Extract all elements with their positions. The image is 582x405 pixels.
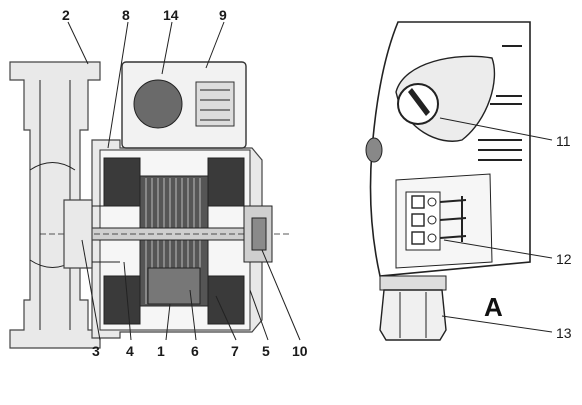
- callout-6: 6: [191, 343, 199, 359]
- callout-7: 7: [231, 343, 239, 359]
- callout-13: 13: [556, 325, 572, 341]
- callout-8: 8: [122, 7, 130, 23]
- callout-2: 2: [62, 7, 70, 23]
- callout-12: 12: [556, 251, 572, 267]
- control-box-view: [365, 21, 553, 341]
- pump-cross-section: [9, 21, 301, 349]
- callout-14: 14: [163, 7, 179, 23]
- callout-9: 9: [219, 7, 227, 23]
- callout-1: 1: [157, 343, 165, 359]
- callout-11: 11: [556, 133, 571, 149]
- callout-10: 10: [292, 343, 308, 359]
- callout-5: 5: [262, 343, 270, 359]
- callout-4: 4: [126, 343, 134, 359]
- view-letter-a: A: [484, 292, 503, 322]
- callout-3: 3: [92, 343, 100, 359]
